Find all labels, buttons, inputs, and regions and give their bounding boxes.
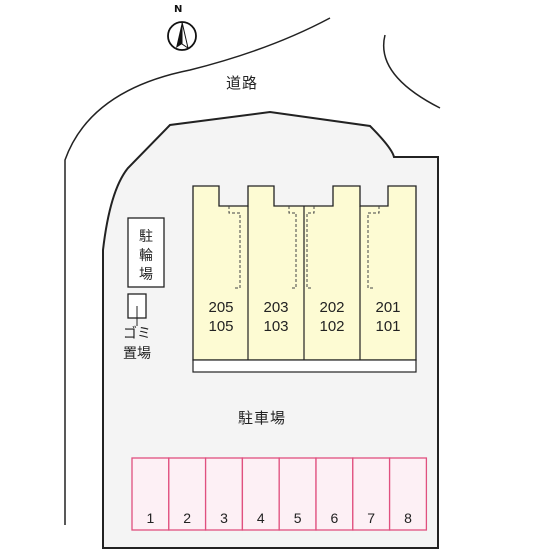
parking-space bbox=[168, 457, 207, 531]
parking-space-number: 6 bbox=[330, 510, 339, 526]
unit-label: 205 105 bbox=[201, 298, 241, 336]
parking-space bbox=[388, 457, 428, 531]
parking-space bbox=[278, 457, 317, 531]
bicycle-parking-char: 駐 bbox=[139, 229, 153, 245]
north-arrow-pointer bbox=[176, 22, 182, 48]
parking-space bbox=[241, 457, 280, 531]
unit-label: 201 101 bbox=[368, 298, 408, 336]
north-arrow bbox=[167, 21, 197, 51]
unit-lower-number: 101 bbox=[375, 318, 401, 335]
parking-space-number: 4 bbox=[256, 510, 265, 526]
parking-space-number: 1 bbox=[146, 510, 155, 526]
balcony-strip bbox=[192, 359, 417, 373]
bicycle-parking-label: 駐 輪 場 bbox=[133, 228, 159, 285]
unit-label: 202 102 bbox=[312, 298, 352, 336]
parking-space-number: 3 bbox=[220, 510, 228, 526]
unit-lower-number: 102 bbox=[319, 318, 345, 335]
bicycle-parking-char: 輪 bbox=[139, 248, 153, 264]
unit-upper-number: 205 bbox=[208, 299, 234, 316]
unit-upper-number: 202 bbox=[319, 299, 345, 316]
parking-space bbox=[352, 457, 391, 531]
unit-upper-number: 203 bbox=[263, 299, 289, 316]
parking-space-number: 8 bbox=[404, 510, 412, 526]
north-arrow-pointer-light bbox=[181, 21, 189, 50]
parking-space bbox=[204, 457, 244, 531]
parking-spaces bbox=[131, 457, 428, 531]
interior-dashed-lines bbox=[228, 206, 380, 289]
parking-space-number: 2 bbox=[183, 510, 192, 526]
road-label: 道路 bbox=[226, 74, 259, 92]
bicycle-parking-char: 場 bbox=[139, 267, 153, 283]
road-edge-right bbox=[383, 34, 441, 109]
north-label: N bbox=[174, 4, 183, 15]
parking-space-number: 5 bbox=[293, 510, 302, 526]
unit-label: 203 103 bbox=[256, 298, 296, 336]
bicycle-parking-box bbox=[127, 217, 165, 288]
garbage-label-line: ゴミ bbox=[123, 326, 151, 342]
garbage-label: ゴミ 置場 bbox=[112, 324, 162, 364]
road-edge-left bbox=[64, 17, 331, 525]
unit-lower-number: 105 bbox=[208, 318, 234, 335]
unit-lower-number: 103 bbox=[263, 318, 289, 335]
parking-space-number: 7 bbox=[367, 510, 376, 526]
parking-lot-label: 駐車場 bbox=[238, 409, 287, 427]
garbage-label-line: 置場 bbox=[123, 346, 151, 362]
unit-upper-number: 201 bbox=[375, 299, 401, 316]
